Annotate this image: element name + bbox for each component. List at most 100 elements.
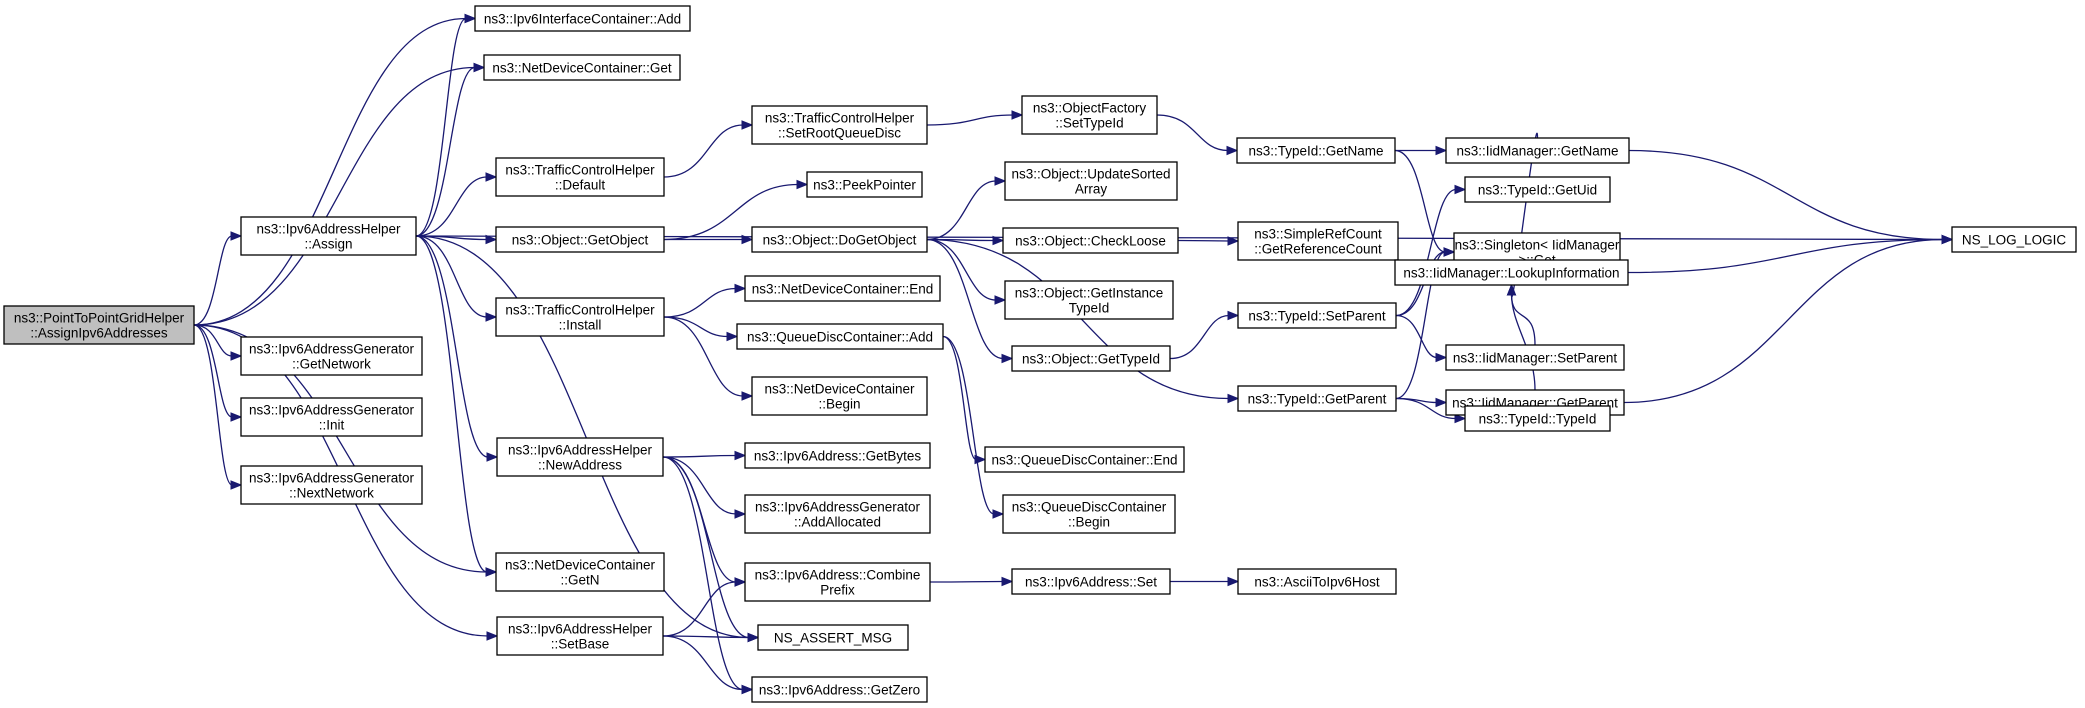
node-label: ns3::TypeId::TypeId <box>1479 412 1597 427</box>
node-tid-get-uid[interactable]: ns3::TypeId::GetUid <box>1464 176 1611 203</box>
edge-assign-to-tchInstall <box>415 235 488 318</box>
node-label: ns3::TypeId::GetParent <box>1248 392 1387 407</box>
node-assign[interactable]: ns3::Ipv6AddressHelper::Assign <box>240 216 417 256</box>
node-box <box>3 305 195 345</box>
node-ndc-get-n[interactable]: ns3::NetDeviceContainer::GetN <box>495 552 665 592</box>
node-label: ns3::Ipv6Address::GetBytes <box>754 449 922 464</box>
node-label: ns3::Object::CheckLoose <box>1015 234 1166 249</box>
node-label: ns3::Ipv6AddressHelper <box>508 443 653 458</box>
node-qdc-begin[interactable]: ns3::QueueDiscContainer::Begin <box>1002 494 1176 534</box>
node-label: ns3::QueueDiscContainer::Add <box>747 330 933 345</box>
node-tid-get-name[interactable]: ns3::TypeId::GetName <box>1236 137 1396 164</box>
node-ascii-host[interactable]: ns3::AsciiToIpv6Host <box>1237 568 1397 595</box>
node-iface-add[interactable]: ns3::Ipv6InterfaceContainer::Add <box>474 5 691 32</box>
edge-iidGetParent-to-nsLogLogic <box>1623 238 1944 404</box>
edge-arrowhead <box>1506 283 1517 296</box>
node-qdc-end[interactable]: ns3::QueueDiscContainer::End <box>984 446 1185 473</box>
node-addr-set[interactable]: ns3::Ipv6Address::Set <box>1011 568 1171 595</box>
node-label: Prefix <box>820 583 855 598</box>
node-tch-default[interactable]: ns3::TrafficControlHelper::Default <box>495 157 665 197</box>
edge-objDoGetObject-to-objUpdateSorted <box>926 180 997 241</box>
node-gen-init[interactable]: ns3::Ipv6AddressGenerator::Init <box>240 397 423 437</box>
node-new-address[interactable]: ns3::Ipv6AddressHelper::NewAddress <box>496 437 664 477</box>
node-label: ns3::TypeId::SetParent <box>1248 309 1386 324</box>
node-ns-log-logic[interactable]: NS_LOG_LOGIC <box>1951 226 2077 253</box>
edge-root-to-assign <box>193 235 233 326</box>
edge-arrowhead <box>1454 184 1467 195</box>
node-box <box>1464 405 1611 432</box>
edge-arrowhead <box>734 577 747 587</box>
node-addr-get-bytes[interactable]: ns3::Ipv6Address::GetBytes <box>744 442 931 469</box>
node-qdc-add[interactable]: ns3::QueueDiscContainer::Add <box>736 323 944 350</box>
edge-arrowhead <box>473 62 486 73</box>
node-root[interactable]: ns3::PointToPointGridHelper::AssignIpv6A… <box>3 305 195 345</box>
edge-arrowhead <box>1435 352 1448 363</box>
node-box <box>240 336 423 376</box>
node-box <box>240 216 417 256</box>
edge-arrowhead <box>1011 110 1024 120</box>
node-tid-type-id[interactable]: ns3::TypeId::TypeId <box>1464 405 1611 432</box>
edge-root-to-genGetNetwork <box>193 324 233 357</box>
node-ndc-end[interactable]: ns3::NetDeviceContainer::End <box>744 275 941 302</box>
node-set-base[interactable]: ns3::Ipv6AddressHelper::SetBase <box>496 616 664 656</box>
node-box <box>496 437 664 477</box>
node-ns-assert-msg[interactable]: NS_ASSERT_MSG <box>757 624 909 651</box>
node-label: ns3::Ipv6Address::GetZero <box>759 683 920 698</box>
node-src-get-ref[interactable]: ns3::SimpleRefCount::GetReferenceCount <box>1237 221 1399 261</box>
edge-iidLookup-to-nsLogLogic <box>1627 238 1944 274</box>
node-label: ns3::QueueDiscContainer <box>1012 500 1167 515</box>
edge-assign-to-ndcGet <box>415 66 476 237</box>
node-label: ::NewAddress <box>538 458 622 473</box>
edge-arrowhead <box>992 509 1005 519</box>
node-box <box>240 397 423 437</box>
node-gen-get-network[interactable]: ns3::Ipv6AddressGenerator::GetNetwork <box>240 336 423 376</box>
node-label: ns3::Object::GetTypeId <box>1022 352 1160 367</box>
node-label: ns3::SimpleRefCount <box>1254 227 1382 242</box>
node-label: ns3::Ipv6AddressHelper <box>256 222 401 237</box>
node-label: ::SetBase <box>551 637 610 652</box>
edge-arrowhead <box>1435 145 1448 156</box>
node-iid-lookup[interactable]: ns3::IidManager::LookupInformation <box>1394 259 1629 286</box>
node-peek-pointer[interactable]: ns3::PeekPointer <box>806 171 923 198</box>
edge-arrowhead <box>1941 234 1954 245</box>
node-label: ns3::IidManager::GetName <box>1456 144 1618 159</box>
node-addr-get-zero[interactable]: ns3::Ipv6Address::GetZero <box>751 676 928 703</box>
node-obj-get-object[interactable]: ns3::Object::GetObject <box>495 226 665 253</box>
node-ndc-begin[interactable]: ns3::NetDeviceContainer::Begin <box>751 376 928 416</box>
node-gen-next-network[interactable]: ns3::Ipv6AddressGenerator::NextNetwork <box>240 465 423 505</box>
node-label: ns3::NetDeviceContainer <box>505 558 656 573</box>
node-label: ns3::Object::DoGetObject <box>763 233 917 248</box>
edge-objDoGetObject-to-objGetTypeId <box>926 238 1004 360</box>
edge-root-to-genInit <box>193 324 233 418</box>
node-label: Array <box>1075 182 1108 197</box>
node-obj-get-type-id[interactable]: ns3::Object::GetTypeId <box>1011 345 1171 372</box>
node-tid-get-parent[interactable]: ns3::TypeId::GetParent <box>1237 385 1397 412</box>
edge-assign-to-ndcGetN <box>415 235 488 573</box>
node-obj-do-get-object[interactable]: ns3::Object::DoGetObject <box>751 226 928 253</box>
node-label: ns3::Ipv6AddressGenerator <box>249 342 415 357</box>
node-label: ::Begin <box>818 397 860 412</box>
node-of-set-type-id[interactable]: ns3::ObjectFactory::SetTypeId <box>1021 95 1158 135</box>
node-box <box>1002 494 1176 534</box>
node-label: ns3::TrafficControlHelper <box>505 163 655 178</box>
edge-arrowhead <box>486 452 499 462</box>
node-obj-check-loose[interactable]: ns3::Object::CheckLoose <box>1002 227 1179 254</box>
node-label: NS_LOG_LOGIC <box>1962 233 2067 248</box>
node-tch-install[interactable]: ns3::TrafficControlHelper::Install <box>495 297 665 337</box>
node-tch-set-root[interactable]: ns3::TrafficControlHelper::SetRootQueueD… <box>751 105 928 145</box>
node-iid-set-parent[interactable]: ns3::IidManager::SetParent <box>1445 344 1625 371</box>
node-ndc-get[interactable]: ns3::NetDeviceContainer::Get <box>483 54 681 81</box>
node-box <box>1004 161 1178 201</box>
node-iid-get-name[interactable]: ns3::IidManager::GetName <box>1445 137 1630 164</box>
node-box <box>1237 568 1397 595</box>
node-tid-set-parent[interactable]: ns3::TypeId::SetParent <box>1237 302 1397 329</box>
node-label: ns3::Ipv6AddressGenerator <box>755 500 921 515</box>
node-gen-add-allocated[interactable]: ns3::Ipv6AddressGenerator::AddAllocated <box>744 494 931 534</box>
edge-iidGetParent-to-iidLookup <box>1510 293 1536 391</box>
node-label: ns3::NetDeviceContainer::End <box>752 282 934 297</box>
node-box <box>1002 227 1179 254</box>
node-label: ns3::PeekPointer <box>813 178 916 193</box>
